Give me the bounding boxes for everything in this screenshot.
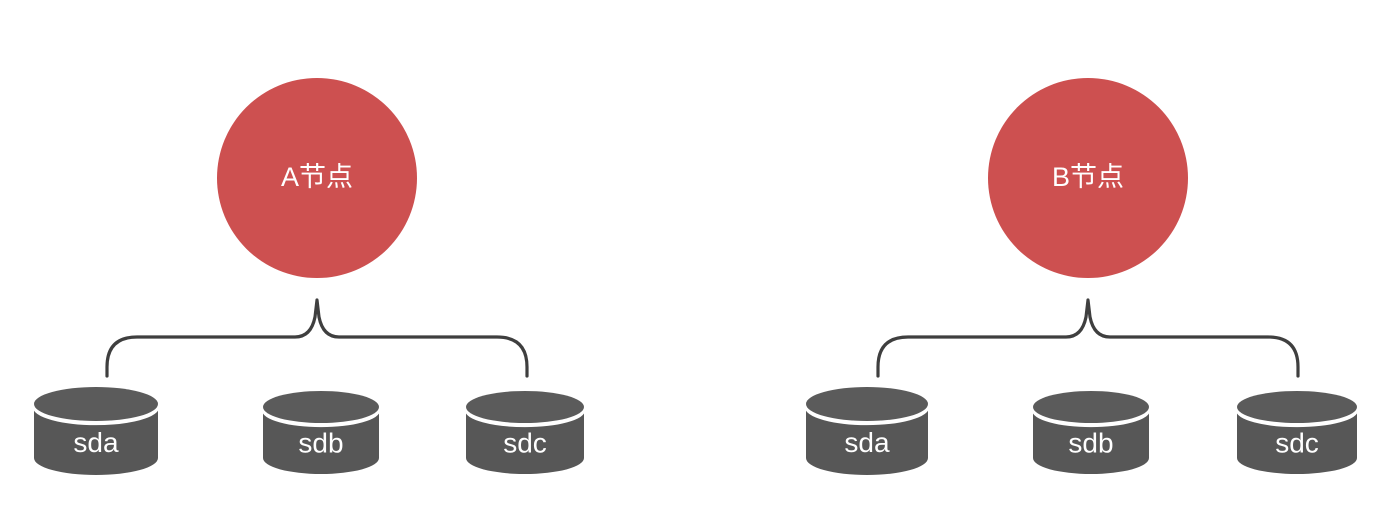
disk-cylinder-sdc[interactable]: sdc <box>464 391 586 474</box>
node-label: A节点 <box>281 162 353 192</box>
disk-cylinder-sdc[interactable]: sdc <box>1235 391 1359 474</box>
disk-label: sda <box>844 427 890 458</box>
brace-connector <box>876 298 1300 378</box>
node-circle-shape <box>217 78 417 278</box>
disk-cylinder-sda[interactable]: sda <box>804 387 930 475</box>
disk-top-cap <box>1033 391 1149 423</box>
disk-body <box>1237 410 1357 474</box>
disk-top-cap <box>466 391 584 423</box>
disk-cylinder-sda[interactable]: sda <box>32 387 160 475</box>
disk-top-cap <box>263 391 379 423</box>
disk-body <box>466 410 584 474</box>
disk-top-cap <box>34 387 158 421</box>
node-circle-B节点[interactable]: B节点 <box>988 78 1188 278</box>
disk-body <box>263 410 379 474</box>
disk-label: sdc <box>1275 428 1319 459</box>
disk-body <box>34 407 158 475</box>
disk-body <box>1033 410 1149 474</box>
node-circle-A节点[interactable]: A节点 <box>217 78 417 278</box>
disk-cylinder-sdb[interactable]: sdb <box>261 391 381 474</box>
disk-label: sdb <box>1068 428 1113 459</box>
disk-label: sdb <box>298 428 343 459</box>
node-label: B节点 <box>1052 162 1124 192</box>
disk-cylinder-sdb[interactable]: sdb <box>1031 391 1151 474</box>
disk-top-cap <box>806 387 928 421</box>
disk-label: sda <box>73 427 119 458</box>
disk-top-cap <box>1237 391 1357 423</box>
brace-connector <box>105 298 529 378</box>
disk-label: sdc <box>503 428 547 459</box>
node-group: A节点 sda sdb sdc <box>32 78 586 475</box>
disk-body <box>806 407 928 475</box>
node-circle-shape <box>988 78 1188 278</box>
node-group: B节点 sda sdb sdc <box>804 78 1359 475</box>
